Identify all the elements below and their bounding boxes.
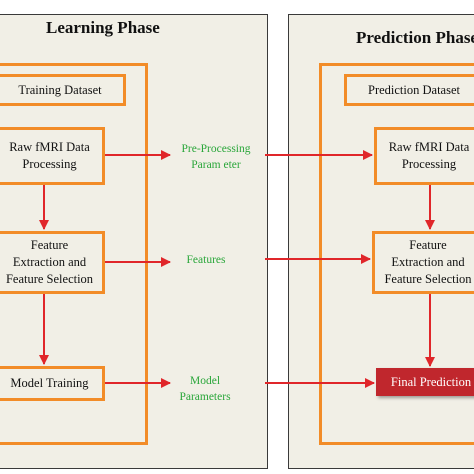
learning-phase-frame [0,63,148,445]
prediction-feature-extraction-box: Feature Extraction and Feature Selection [372,231,474,294]
prediction-raw-processing-box: Raw fMRI Data Processing [374,127,474,185]
prediction-phase-frame [319,63,474,445]
learning-phase-title: Learning Phase [46,18,160,37]
model-training-box: Model Training [0,366,105,401]
model-parameters-label: Model Parameters [179,375,231,403]
preprocessing-parameter-label: Pre-Processing Param eter [181,143,251,171]
learning-raw-processing-box: Raw fMRI Data Processing [0,127,105,185]
final-prediction-box: Final Prediction [376,368,474,396]
prediction-phase-title: Prediction Phase [356,28,474,47]
features-label: Features [186,254,226,266]
prediction-dataset-box: Prediction Dataset [344,74,474,106]
training-dataset-box: Training Dataset [0,74,126,106]
learning-feature-extraction-box: Feature Extraction and Feature Selection [0,231,105,294]
